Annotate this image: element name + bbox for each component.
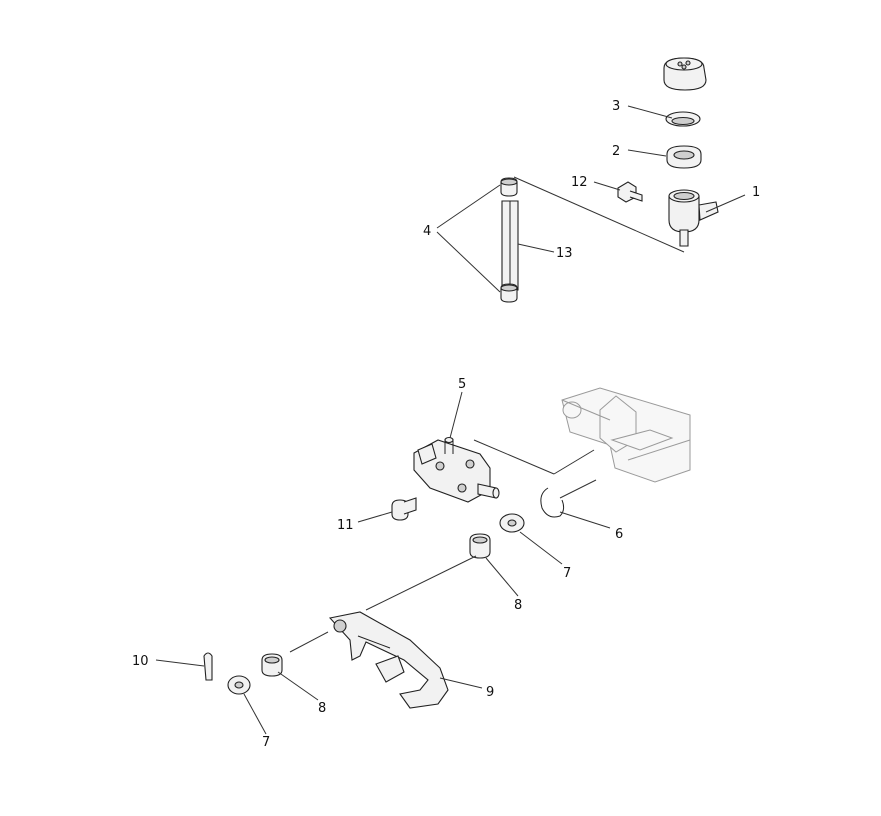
reservoir-body xyxy=(668,189,719,247)
callout-8-upper: 8 xyxy=(514,598,522,613)
callout-6: 6 xyxy=(615,527,623,542)
snap-ring xyxy=(540,487,565,518)
callout-1: 1 xyxy=(752,185,760,200)
callout-leaders xyxy=(155,105,746,735)
brake-pedal xyxy=(328,611,449,709)
bolt-12 xyxy=(617,181,643,203)
hose-clamp-top xyxy=(500,177,518,197)
callout-12: 12 xyxy=(571,175,588,190)
cotter-pin xyxy=(203,652,213,681)
bushing-lower-8 xyxy=(261,653,283,677)
frame-context-outline xyxy=(561,387,691,483)
seal-plate xyxy=(666,145,702,169)
bushing-upper-8 xyxy=(469,533,491,559)
callout-7-upper: 7 xyxy=(563,566,571,581)
diaphragm xyxy=(665,111,701,127)
master-cylinder xyxy=(413,436,500,503)
callout-3: 3 xyxy=(612,99,620,114)
hose-clamp-bottom xyxy=(500,283,518,303)
callout-9: 9 xyxy=(486,685,494,700)
callout-11: 11 xyxy=(337,518,354,533)
callout-10: 10 xyxy=(132,654,149,669)
washer-upper-7 xyxy=(499,513,525,533)
callout-8-lower: 8 xyxy=(318,701,326,716)
reservoir-cap xyxy=(663,57,707,91)
callout-4: 4 xyxy=(423,224,431,239)
callout-7-lower: 7 xyxy=(262,735,270,750)
callout-2: 2 xyxy=(612,144,620,159)
callout-5: 5 xyxy=(458,377,466,392)
washer-lower-7 xyxy=(227,675,251,695)
callout-13: 13 xyxy=(556,246,573,261)
hose xyxy=(501,200,519,291)
bolt-11 xyxy=(391,497,417,521)
